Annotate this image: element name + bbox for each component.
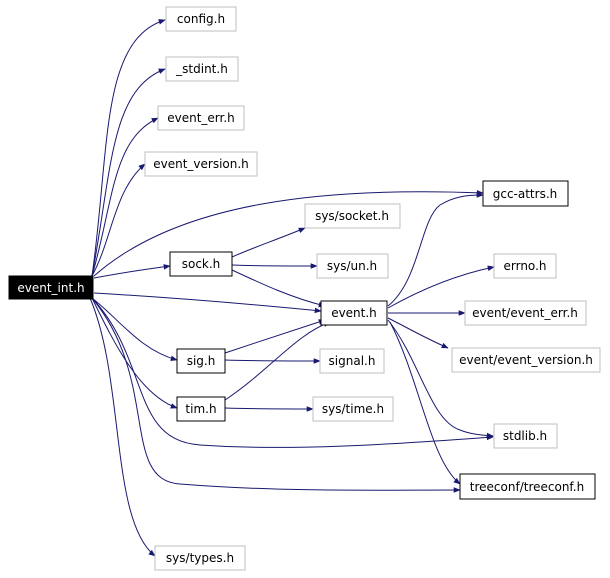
edge-event-int-to-treeconf	[91, 297, 461, 493]
edge-tim-to-sys-time	[224, 406, 314, 412]
edge-event-to-event-version	[387, 317, 449, 349]
node-sig-h[interactable]: sig.h	[176, 348, 226, 374]
node-event-event-err-h[interactable]: event/event_err.h	[464, 300, 587, 326]
node-label: sys/socket.h	[315, 209, 389, 223]
edge-sig-to-signal	[224, 358, 321, 364]
edge-event-to-errno	[387, 265, 495, 309]
node-gcc-attrs-h[interactable]: gcc-attrs.h	[482, 180, 569, 207]
node-label: sig.h	[187, 354, 216, 368]
edge-sig-to-event	[224, 319, 326, 354]
node-label: stdlib.h	[503, 429, 547, 443]
node-label: config.h	[177, 12, 225, 26]
node-label: sock.h	[182, 257, 221, 271]
node-label: event_int.h	[17, 281, 84, 295]
edge-event-int-to-sock	[93, 264, 171, 279]
edge-sock-to-sys-un	[231, 263, 318, 269]
edge-event-int-to-event	[93, 292, 322, 314]
node-label: event_err.h	[167, 111, 235, 125]
node-sys-un-h[interactable]: sys/un.h	[316, 253, 389, 279]
edge-event-to-stdlib	[387, 319, 494, 439]
node-signal-h[interactable]: signal.h	[319, 348, 385, 374]
node-event-err-h[interactable]: event_err.h	[157, 105, 245, 131]
edge-event-to-treeconf	[389, 321, 461, 485]
node-config-h[interactable]: config.h	[165, 6, 237, 32]
edge-event-int-to-sig	[91, 297, 178, 362]
node-sock-h[interactable]: sock.h	[169, 251, 233, 277]
node-label: event/event_err.h	[472, 306, 578, 320]
edge-event-int-to-stdint	[91, 68, 166, 277]
node-treeconf-h[interactable]: treeconf/treeconf.h	[459, 473, 596, 500]
edge-event-int-to-event-err	[91, 117, 159, 277]
edge-event-int-to-gcc-attrs	[93, 189, 484, 277]
node-stdint-h[interactable]: _stdint.h	[165, 56, 239, 82]
node-event-int-h[interactable]: event_int.h	[8, 275, 94, 300]
edge-event-to-gcc-attrs	[387, 192, 484, 307]
node-errno-h[interactable]: errno.h	[493, 253, 557, 279]
node-event-h[interactable]: event.h	[320, 300, 388, 326]
edge-event-int-to-stdlib	[91, 297, 494, 448]
node-sys-socket-h[interactable]: sys/socket.h	[304, 203, 401, 229]
edge-sock-to-event	[231, 269, 326, 308]
node-label: errno.h	[504, 259, 547, 273]
node-label: signal.h	[329, 354, 376, 368]
edge-tim-to-event	[224, 321, 331, 401]
node-label: sys/types.h	[166, 551, 234, 565]
node-label: tim.h	[185, 402, 216, 416]
edge-event-int-to-config	[91, 19, 166, 277]
node-event-version-h[interactable]: event_version.h	[144, 151, 258, 177]
node-label: treeconf/treeconf.h	[470, 480, 584, 494]
node-label: event.h	[331, 306, 377, 320]
edge-event-int-to-event-version	[91, 163, 146, 277]
node-tim-h[interactable]: tim.h	[176, 396, 226, 422]
node-label: event/event_version.h	[459, 353, 593, 367]
node-event-event-version-h[interactable]: event/event_version.h	[451, 347, 601, 373]
node-sys-types-h[interactable]: sys/types.h	[154, 545, 246, 571]
edge-event-int-to-sys-types	[89, 297, 156, 557]
edge-sock-to-sys-socket	[231, 227, 306, 258]
node-label: event_version.h	[153, 157, 249, 171]
node-label: sys/time.h	[322, 402, 384, 416]
node-label: sys/un.h	[327, 259, 377, 273]
node-label: gcc-attrs.h	[493, 187, 558, 201]
node-sys-time-h[interactable]: sys/time.h	[312, 396, 394, 422]
node-stdlib-h[interactable]: stdlib.h	[493, 423, 558, 449]
edge-event-int-to-tim	[91, 297, 178, 409]
node-label: _stdint.h	[175, 62, 228, 76]
